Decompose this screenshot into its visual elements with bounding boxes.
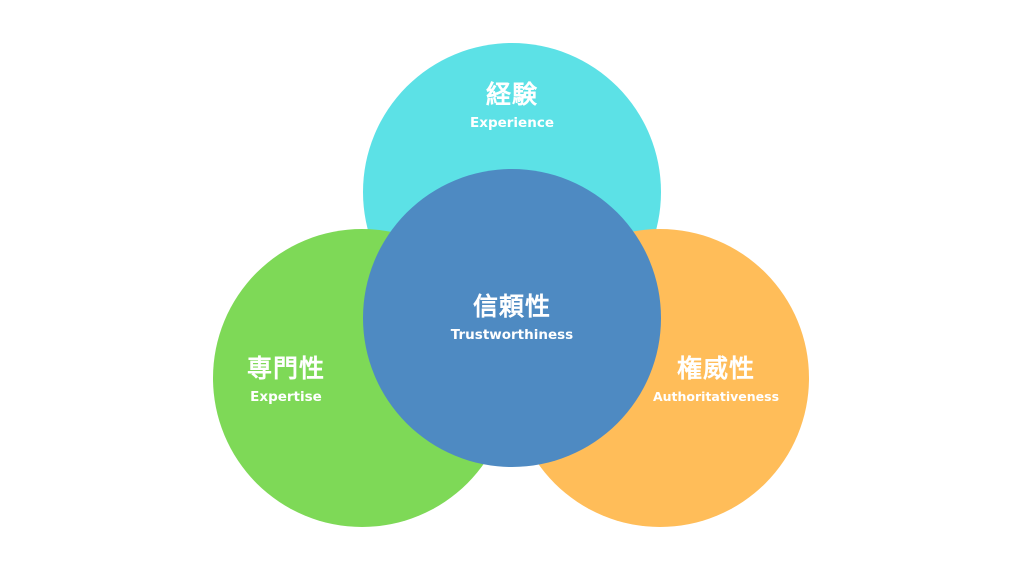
- authoritativeness-label: 権威性 Authoritativeness: [653, 354, 779, 407]
- trustworthiness-circle: [363, 169, 661, 467]
- experience-label-jp: 経験: [485, 80, 538, 109]
- expertise-label-jp: 専門性: [246, 354, 326, 383]
- expertise-label-en: Expertise: [250, 389, 322, 405]
- authoritativeness-label-en: Authoritativeness: [652, 389, 780, 404]
- expertise-label: 専門性 Expertise: [247, 354, 325, 407]
- trustworthiness-label: 信頼性 Trustworthiness: [451, 292, 573, 345]
- experience-label: 経験 Experience: [470, 80, 554, 133]
- trustworthiness-label-en: Trustworthiness: [450, 327, 574, 343]
- trustworthiness-label-jp: 信頼性: [472, 292, 552, 321]
- experience-label-en: Experience: [470, 115, 554, 131]
- authoritativeness-label-jp: 権威性: [676, 354, 756, 383]
